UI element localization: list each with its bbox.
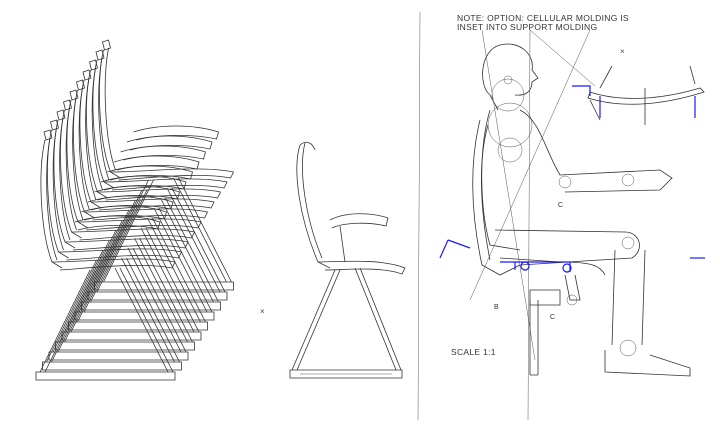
note-line-1: NOTE: OPTION: CELLULAR MOLDING IS (457, 13, 629, 23)
seat-section-detail (529, 29, 705, 125)
section-mark-c-top: C (558, 202, 564, 209)
scale-label: SCALE 1:1 (451, 347, 496, 357)
ergonomic-figure (417, 11, 691, 421)
note-line-2: INSET INTO SUPPORT MOLDING (457, 22, 598, 32)
section-mark-c-bottom: C (550, 314, 556, 321)
center-mark-icon: × (260, 307, 265, 316)
stacked-chair (94, 39, 235, 291)
side-chair (289, 141, 406, 379)
stacked-chairs (35, 39, 235, 381)
stacked-chair (87, 49, 228, 301)
seat-mechanism (439, 119, 705, 376)
center-mark-icon: × (620, 47, 625, 56)
section-mark-b: B (494, 304, 499, 311)
